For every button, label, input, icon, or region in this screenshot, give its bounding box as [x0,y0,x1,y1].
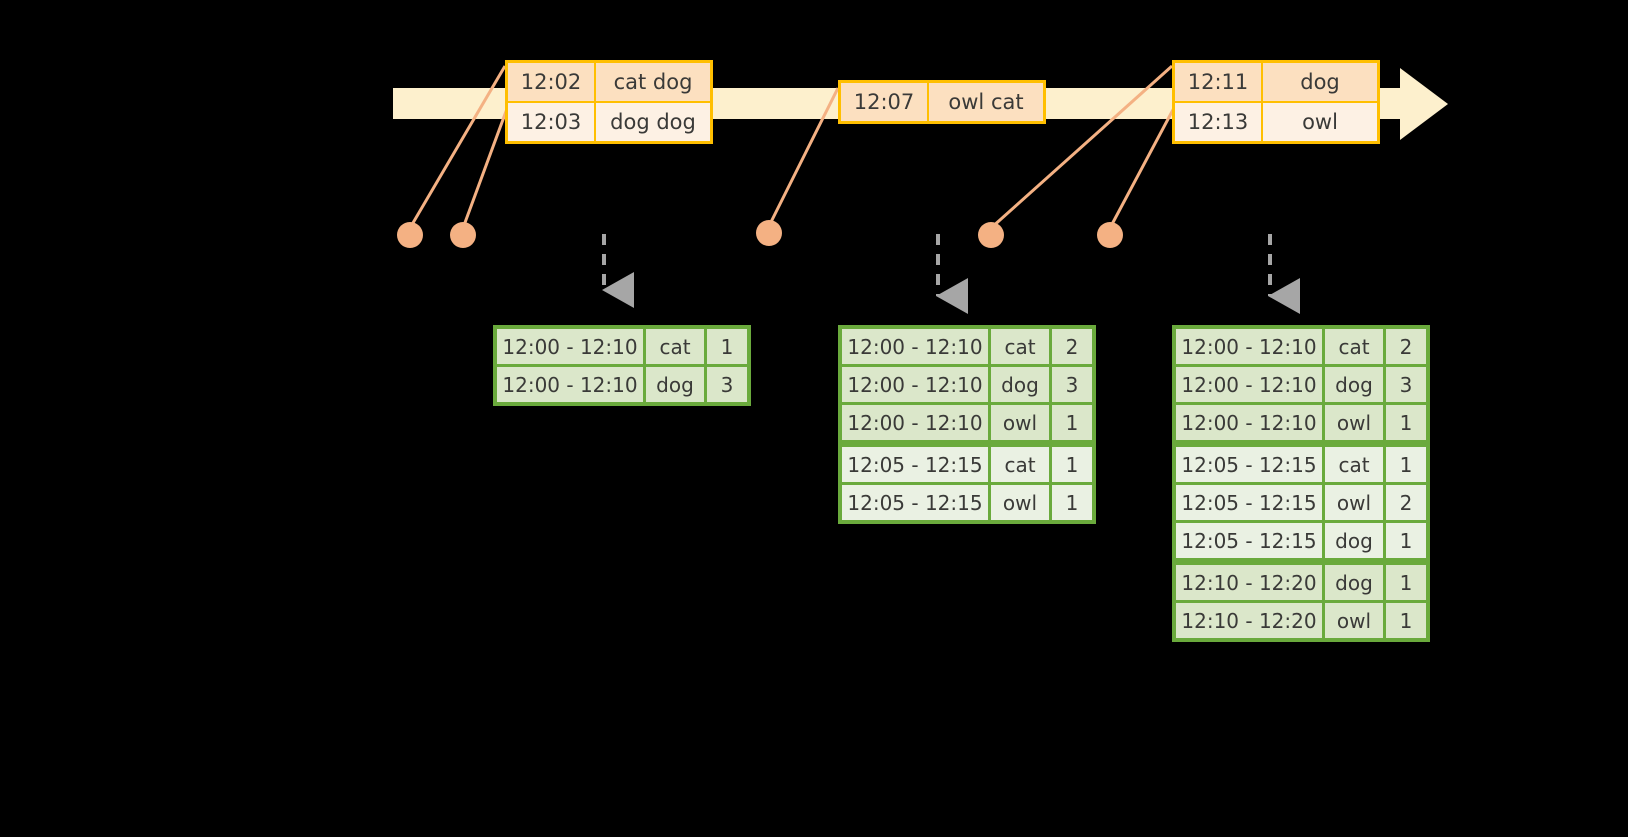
event-box-3[interactable]: 12:11 dog 12:13 owl [1172,60,1380,144]
event-row[interactable]: 12:07 owl cat [841,83,1043,121]
window-cell: 12:05 - 12:15 [842,485,988,520]
key-cell: owl [1325,603,1383,638]
count-cell: 2 [1386,485,1426,520]
count-cell: 2 [1386,329,1426,364]
event-value: dog dog [596,103,710,141]
window-cell: 12:10 - 12:20 [1176,565,1322,600]
count-cell: 1 [1386,603,1426,638]
key-cell: owl [1325,405,1383,440]
count-cell: 3 [707,367,747,402]
key-cell: owl [991,485,1049,520]
event-time: 12:02 [508,63,594,101]
key-cell: cat [991,447,1049,482]
count-cell: 1 [1386,405,1426,440]
event-time: 12:11 [1175,63,1261,101]
count-cell: 3 [1386,367,1426,402]
event-value: dog [1263,63,1377,101]
count-cell: 1 [1386,523,1426,558]
window-cell: 12:05 - 12:15 [842,447,988,482]
key-cell: dog [1325,367,1383,402]
connector-dot [450,222,476,248]
event-row[interactable]: 12:11 dog [1175,63,1377,101]
key-cell: cat [1325,447,1383,482]
window-cell: 12:00 - 12:10 [1176,367,1322,402]
event-row[interactable]: 12:03 dog dog [508,103,710,141]
event-box-1[interactable]: 12:02 cat dog 12:03 dog dog [505,60,713,144]
event-time: 12:03 [508,103,594,141]
connector-dot [978,222,1004,248]
key-cell: owl [1325,485,1383,520]
event-time: 12:13 [1175,103,1261,141]
window-cell: 12:10 - 12:20 [1176,603,1322,638]
count-cell: 3 [1052,367,1092,402]
event-value: owl cat [929,83,1043,121]
event-row[interactable]: 12:13 owl [1175,103,1377,141]
key-cell: dog [1325,523,1383,558]
window-cell: 12:05 - 12:15 [1176,447,1322,482]
timeline-arrowhead-icon [1400,68,1448,140]
window-cell: 12:00 - 12:10 [497,367,643,402]
window-cell: 12:00 - 12:10 [1176,405,1322,440]
count-cell: 1 [1386,565,1426,600]
connector-dot [1097,222,1123,248]
connector-dot [756,220,782,246]
key-cell: dog [991,367,1049,402]
event-time: 12:07 [841,83,927,121]
window-cell: 12:00 - 12:10 [842,329,988,364]
connector-2 [461,105,510,229]
count-cell: 1 [707,329,747,364]
key-cell: dog [1325,565,1383,600]
count-cell: 1 [1386,447,1426,482]
connector-dot [397,222,423,248]
window-cell: 12:05 - 12:15 [1176,485,1322,520]
count-cell: 1 [1052,405,1092,440]
count-cell: 1 [1052,447,1092,482]
window-cell: 12:00 - 12:10 [497,329,643,364]
key-cell: cat [646,329,704,364]
key-cell: owl [991,405,1049,440]
event-value: owl [1263,103,1377,141]
event-row[interactable]: 12:02 cat dog [508,63,710,101]
connector-5 [1108,105,1177,229]
key-cell: cat [991,329,1049,364]
event-box-2[interactable]: 12:07 owl cat [838,80,1046,124]
key-cell: dog [646,367,704,402]
window-cell: 12:00 - 12:10 [842,405,988,440]
event-value: cat dog [596,63,710,101]
result-down-arrows [602,234,1300,314]
count-cell: 2 [1052,329,1092,364]
window-cell: 12:00 - 12:10 [842,367,988,402]
window-cell: 12:05 - 12:15 [1176,523,1322,558]
count-cell: 1 [1052,485,1092,520]
window-cell: 12:00 - 12:10 [1176,329,1322,364]
key-cell: cat [1325,329,1383,364]
